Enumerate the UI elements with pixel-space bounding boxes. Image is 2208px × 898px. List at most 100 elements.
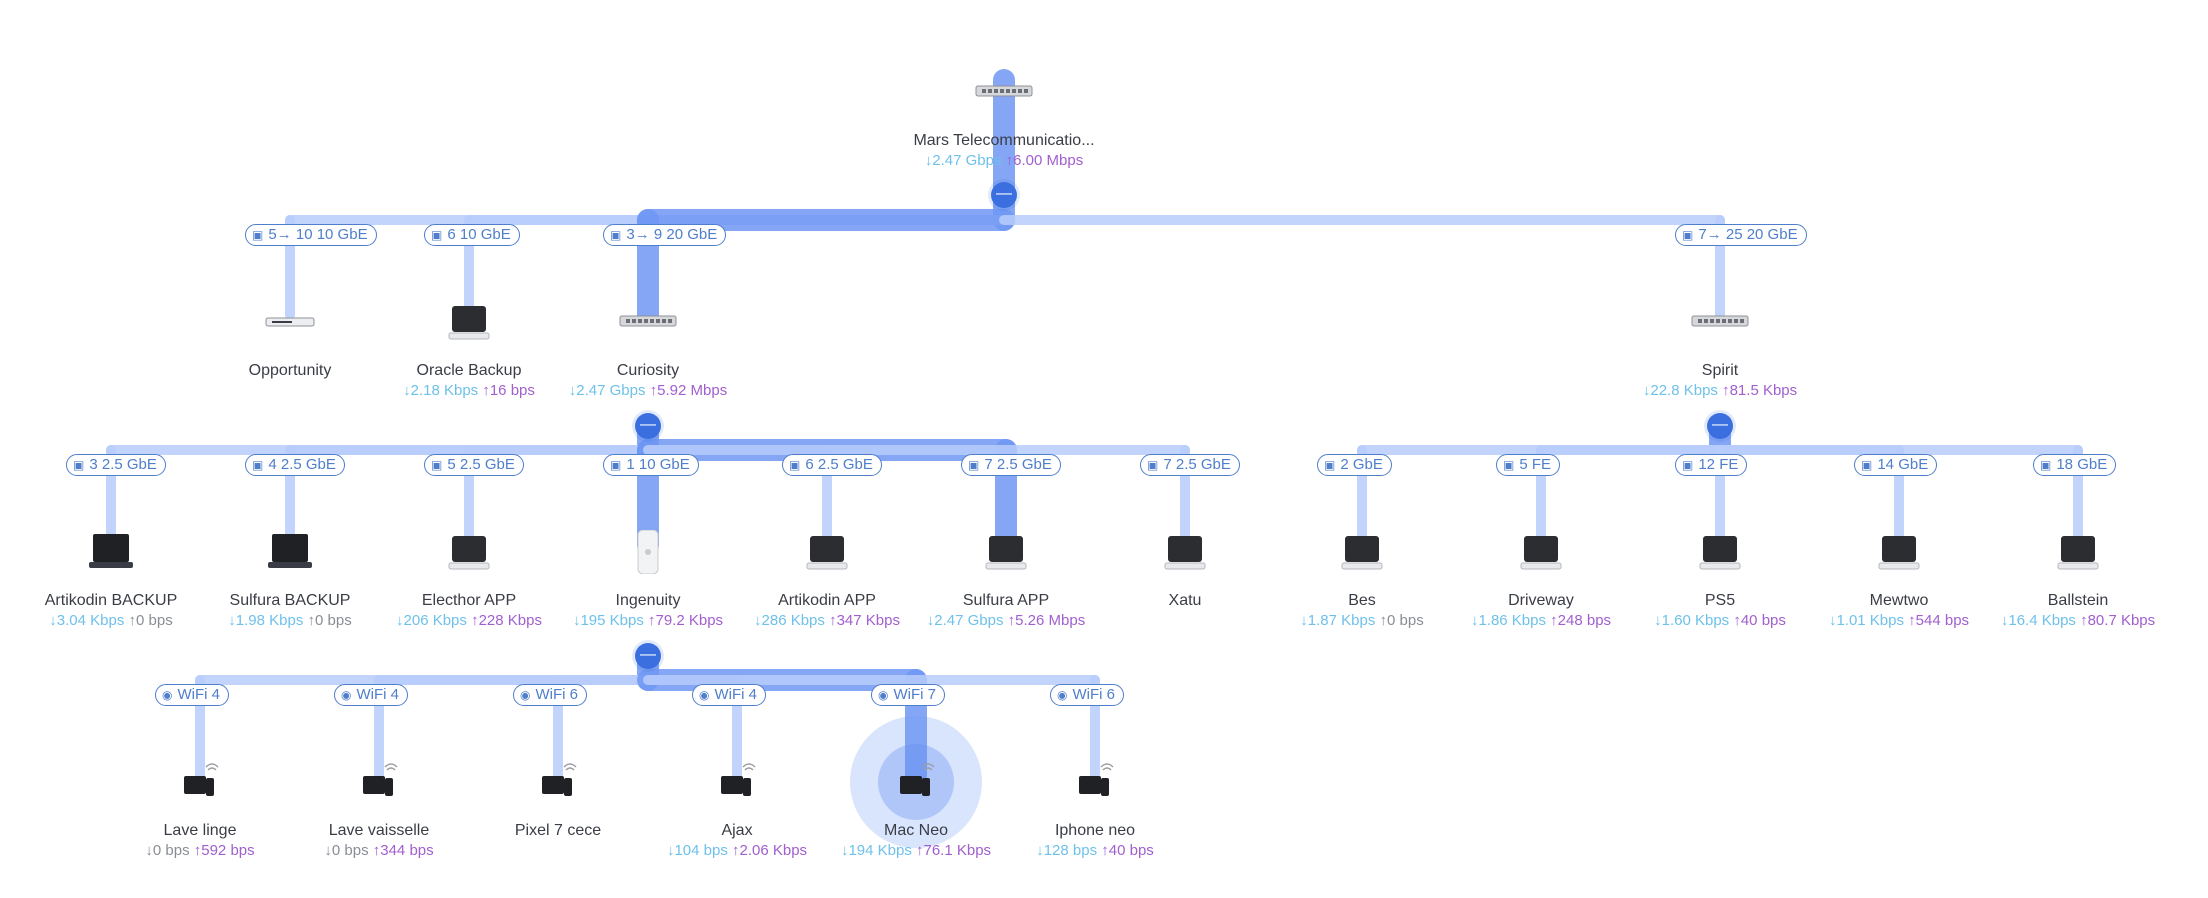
node-spirit[interactable]: Spirit↓22.8 Kbps ↑81.5 Kbps bbox=[1610, 361, 1830, 401]
port-badge[interactable]: ▣12 FE bbox=[1675, 454, 1748, 476]
throughput: ↓16.4 Kbps ↑80.7 Kbps bbox=[1968, 611, 2188, 631]
gateway-icon[interactable] bbox=[974, 70, 1034, 119]
port-badge[interactable]: ▣6 10 GbE bbox=[424, 224, 520, 246]
wifi-badge[interactable]: ◉WiFi 6 bbox=[1050, 684, 1124, 706]
wireless-device-icon[interactable] bbox=[349, 760, 409, 809]
laptop-icon[interactable] bbox=[81, 530, 141, 579]
node-lave-vaisselle[interactable]: Lave vaisselle↓0 bps ↑344 bps bbox=[269, 821, 489, 861]
port-badge[interactable]: ▣5 2.5 GbE bbox=[424, 454, 524, 476]
desktop-icon[interactable] bbox=[1690, 530, 1750, 579]
collapse-button[interactable]: — bbox=[991, 182, 1017, 208]
port-label: 12 FE bbox=[1698, 456, 1739, 473]
desktop-icon[interactable] bbox=[1511, 530, 1571, 579]
nas-icon[interactable] bbox=[439, 300, 499, 349]
port-badge[interactable]: ▣3→ 9 20 GbE bbox=[603, 224, 727, 246]
port-label: WiFi 4 bbox=[177, 686, 220, 703]
throughput: ↓194 Kbps ↑76.1 Kbps bbox=[806, 841, 1026, 861]
device-name: Mac Neo bbox=[883, 822, 949, 839]
node-iphone-neo[interactable]: Iphone neo↓128 bps ↑40 bps bbox=[985, 821, 1205, 861]
port-badge[interactable]: ▣2 GbE bbox=[1317, 454, 1392, 476]
download-rate: ↓16.4 Kbps bbox=[2000, 612, 2076, 629]
port-badge[interactable]: ▣7 2.5 GbE bbox=[1140, 454, 1240, 476]
collapse-button[interactable]: — bbox=[635, 643, 661, 669]
node-ps5[interactable]: PS5↓1.60 Kbps ↑40 bps bbox=[1610, 591, 1830, 631]
throughput: ↓2.47 Gbps ↑5.26 Mbps bbox=[896, 611, 1116, 631]
upload-rate: ↑228 Kbps bbox=[466, 612, 542, 629]
upload-rate: ↑79.2 Kbps bbox=[643, 612, 724, 629]
wifi-badge[interactable]: ◉WiFi 6 bbox=[513, 684, 587, 706]
node-ingenuity[interactable]: Ingenuity↓195 Kbps ↑79.2 Kbps bbox=[538, 591, 758, 631]
port-badge[interactable]: ▣5→ 10 10 GbE bbox=[245, 224, 377, 246]
node-bes[interactable]: Bes↓1.87 Kbps ↑0 bps bbox=[1252, 591, 1472, 631]
wifi-icon: ◉ bbox=[878, 688, 889, 702]
download-rate: ↓0 bps bbox=[145, 842, 190, 859]
desktop-icon[interactable] bbox=[1332, 530, 1392, 579]
port-badge[interactable]: ▣7→ 25 20 GbE bbox=[1675, 224, 1807, 246]
switch-icon[interactable] bbox=[618, 300, 678, 349]
laptop-icon[interactable] bbox=[260, 530, 320, 579]
desktop-icon[interactable] bbox=[439, 530, 499, 579]
device-name: Pixel 7 cece bbox=[514, 822, 602, 839]
device-name: Lave linge bbox=[163, 822, 237, 839]
node-artikodin-backup[interactable]: Artikodin BACKUP↓3.04 Kbps ↑0 bps bbox=[1, 591, 221, 631]
node-ballstein[interactable]: Ballstein↓16.4 Kbps ↑80.7 Kbps bbox=[1968, 591, 2188, 631]
port-label: 4 2.5 GbE bbox=[268, 456, 336, 473]
collapse-button[interactable]: — bbox=[635, 413, 661, 439]
access-point-icon[interactable] bbox=[618, 529, 678, 579]
wifi-icon: ◉ bbox=[520, 688, 531, 702]
upload-rate: ↑0 bps bbox=[124, 612, 173, 629]
node-ajax[interactable]: Ajax↓104 bps ↑2.06 Kbps bbox=[627, 821, 847, 861]
desktop-icon[interactable] bbox=[2048, 530, 2108, 579]
ethernet-port-icon: ▣ bbox=[1682, 228, 1694, 242]
desktop-icon[interactable] bbox=[797, 530, 857, 579]
device-name: Artikodin APP bbox=[778, 592, 876, 609]
wifi-badge[interactable]: ◉WiFi 4 bbox=[334, 684, 408, 706]
node-root-gateway[interactable]: Mars Telecommunicatio...↓2.47 Gbps ↑6.00… bbox=[894, 131, 1114, 171]
node-mac-neo[interactable]: Mac Neo ↓194 Kbps ↑76.1 Kbps bbox=[806, 821, 1026, 861]
switch-mini-icon[interactable] bbox=[260, 300, 320, 349]
desktop-icon[interactable] bbox=[1155, 530, 1215, 579]
device-name: Xatu bbox=[1168, 592, 1202, 609]
wireless-device-icon[interactable] bbox=[1065, 760, 1125, 809]
port-badge[interactable]: ▣6 2.5 GbE bbox=[782, 454, 882, 476]
wifi-badge[interactable]: ◉WiFi 4 bbox=[692, 684, 766, 706]
port-badge[interactable]: ▣1 10 GbE bbox=[603, 454, 699, 476]
node-sulfura-app[interactable]: Sulfura APP↓2.47 Gbps ↑5.26 Mbps bbox=[896, 591, 1116, 631]
port-badge[interactable]: ▣4 2.5 GbE bbox=[245, 454, 345, 476]
wireless-device-icon[interactable] bbox=[528, 760, 588, 809]
node-opportunity[interactable]: Opportunity bbox=[180, 361, 400, 381]
throughput: ↓2.18 Kbps ↑16 bps bbox=[359, 381, 579, 401]
collapse-button[interactable]: — bbox=[1707, 413, 1733, 439]
wifi-badge[interactable]: ◉WiFi 7 bbox=[871, 684, 945, 706]
node-curiosity[interactable]: Curiosity↓2.47 Gbps ↑5.92 Mbps bbox=[538, 361, 758, 401]
wireless-device-icon[interactable] bbox=[886, 760, 946, 809]
throughput: ↓0 bps ↑344 bps bbox=[269, 841, 489, 861]
desktop-icon[interactable] bbox=[1869, 530, 1929, 579]
desktop-icon[interactable] bbox=[976, 530, 1036, 579]
throughput: ↓1.01 Kbps ↑544 bps bbox=[1789, 611, 2009, 631]
port-badge[interactable]: ▣18 GbE bbox=[2033, 454, 2117, 476]
download-rate: ↓194 Kbps bbox=[840, 842, 912, 859]
port-label: 5 FE bbox=[1519, 456, 1552, 473]
upload-rate: ↑592 bps bbox=[189, 842, 255, 859]
node-lave-linge[interactable]: Lave linge ↓0 bps ↑592 bps bbox=[90, 821, 310, 861]
node-mewtwo[interactable]: Mewtwo↓1.01 Kbps ↑544 bps bbox=[1789, 591, 2009, 631]
port-badge[interactable]: ▣3 2.5 GbE bbox=[66, 454, 166, 476]
node-driveway[interactable]: Driveway↓1.86 Kbps ↑248 bps bbox=[1431, 591, 1651, 631]
node-oracle-backup[interactable]: Oracle Backup↓2.18 Kbps ↑16 bps bbox=[359, 361, 579, 401]
port-badge[interactable]: ▣7 2.5 GbE bbox=[961, 454, 1061, 476]
wireless-device-icon[interactable] bbox=[707, 760, 767, 809]
upload-rate: ↑40 bps bbox=[1729, 612, 1786, 629]
port-badge[interactable]: ▣5 FE bbox=[1496, 454, 1561, 476]
node-artikodin-app[interactable]: Artikodin APP↓286 Kbps ↑347 Kbps bbox=[717, 591, 937, 631]
node-sulfura-backup[interactable]: Sulfura BACKUP↓1.98 Kbps ↑0 bps bbox=[180, 591, 400, 631]
switch-icon[interactable] bbox=[1690, 300, 1750, 349]
node-xatu[interactable]: Xatu bbox=[1075, 591, 1295, 611]
port-label: 2 GbE bbox=[1340, 456, 1383, 473]
wifi-badge[interactable]: ◉WiFi 4 bbox=[155, 684, 229, 706]
node-electhor-app[interactable]: Electhor APP↓206 Kbps ↑228 Kbps bbox=[359, 591, 579, 631]
node-pixel-7-cece[interactable]: Pixel 7 cece bbox=[448, 821, 668, 841]
wireless-device-icon[interactable] bbox=[170, 760, 230, 809]
upload-rate: ↑80.7 Kbps bbox=[2075, 612, 2156, 629]
port-badge[interactable]: ▣14 GbE bbox=[1854, 454, 1938, 476]
